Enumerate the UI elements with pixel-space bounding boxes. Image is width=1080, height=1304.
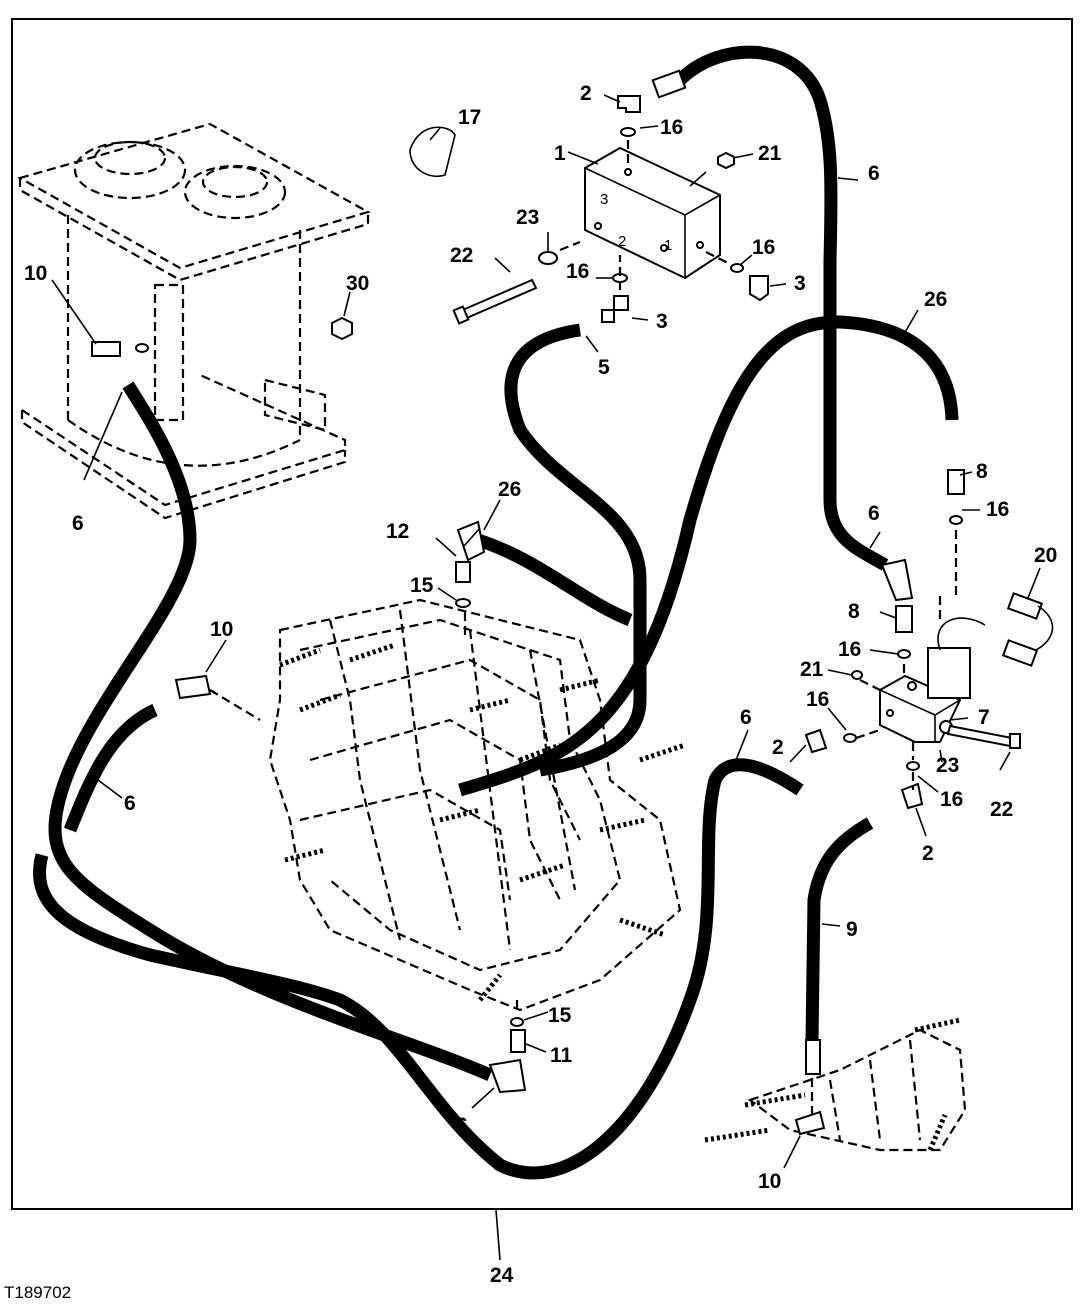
assembly-lines [209, 140, 958, 1115]
hose-set [32, 45, 959, 1180]
control-valve [268, 598, 686, 1012]
callouts: 2 16 1 21 17 6 23 22 16 16 3 3 5 26 30 1… [24, 82, 1057, 1287]
callout-3-right: 3 [794, 272, 806, 295]
hose-24-outer [32, 758, 804, 1180]
callout-10-left: 10 [210, 618, 233, 641]
callout-6-top: 6 [868, 162, 880, 185]
port-label-2: 2 [618, 233, 626, 250]
callout-16-right: 16 [752, 236, 775, 259]
callout-24: 24 [490, 1264, 514, 1287]
callout-9: 9 [846, 918, 858, 941]
callout-10-tank: 10 [24, 262, 47, 285]
callout-21-lower: 21 [800, 658, 824, 681]
callout-26-left: 26 [498, 478, 521, 501]
hose-26-right [458, 315, 959, 797]
hose-9 [805, 817, 874, 1041]
manifold-block [584, 146, 721, 280]
hydraulic-tank [17, 122, 371, 520]
callout-15-top: 15 [410, 574, 434, 597]
hose-26-left [476, 533, 633, 627]
callout-3-bottom: 3 [656, 310, 668, 333]
leader-lines [51, 94, 1041, 1261]
callout-1: 1 [554, 142, 566, 165]
callout-30: 30 [346, 272, 369, 295]
pilot-valve [704, 1017, 967, 1152]
hose-6-tank [48, 381, 493, 1081]
callout-16-bottom: 16 [940, 788, 963, 811]
callout-5: 5 [598, 356, 610, 379]
figure-id: T189702 [4, 1283, 71, 1302]
callout-2-bottom: 2 [922, 842, 934, 865]
callout-26-right: 26 [924, 288, 947, 311]
fittings [91, 69, 1054, 1136]
hose-5 [504, 323, 647, 777]
callout-6-tank: 6 [72, 512, 84, 535]
callout-15-bottom: 15 [548, 1004, 572, 1027]
callout-23-lower: 23 [936, 754, 959, 777]
port-label-3: 3 [600, 191, 608, 208]
callout-16-top: 16 [660, 116, 683, 139]
callout-20: 20 [1034, 544, 1057, 567]
hose-6-outer [63, 704, 158, 833]
callout-6-left: 6 [124, 792, 136, 815]
callout-17: 17 [458, 106, 481, 129]
callout-10-bottom: 10 [758, 1170, 781, 1193]
callout-7: 7 [978, 706, 990, 729]
callout-16-fit8: 16 [986, 498, 1009, 521]
callout-16-mid: 16 [566, 260, 589, 283]
callout-22-lower: 22 [990, 798, 1013, 821]
callout-22-top: 22 [450, 244, 473, 267]
callout-2-mid: 2 [772, 736, 784, 759]
callout-16-left-valve7: 16 [806, 688, 829, 711]
callout-23-top: 23 [516, 206, 539, 229]
callout-11: 11 [550, 1044, 573, 1067]
figure-frame [11, 18, 1073, 1210]
callout-6-mid: 6 [740, 706, 752, 729]
callout-12: 12 [386, 520, 409, 543]
callout-21-top: 21 [758, 142, 782, 165]
port-label-1: 1 [664, 237, 672, 254]
callout-6-right-lower: 6 [868, 502, 880, 525]
hose-6-right [675, 45, 889, 571]
callout-2-top: 2 [580, 82, 592, 105]
callout-8-right: 8 [976, 460, 988, 483]
callout-16-valve7: 16 [838, 638, 861, 661]
callout-8-lower: 8 [848, 600, 860, 623]
callout-6-bottom: 6 [456, 1114, 468, 1137]
